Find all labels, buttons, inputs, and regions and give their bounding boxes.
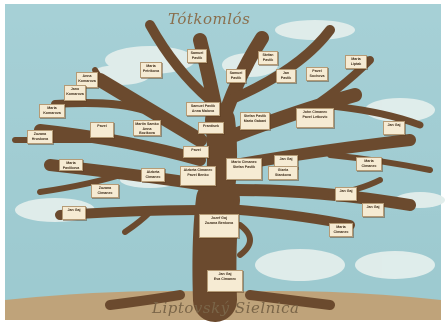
person-card: Maria Komarova [39, 104, 65, 118]
person-name: Alzbeta Cimanec [145, 170, 161, 179]
person-name: Zuzana Cimanec [97, 186, 113, 195]
person-name: Mario Cimanec [231, 160, 257, 164]
person-name: Maria Pavlikova [62, 161, 80, 170]
person-name: Samuel Pavlik [190, 51, 204, 60]
spouse-name: Anna Malova [191, 108, 215, 113]
person-name: Samuel Pavlik [190, 104, 216, 108]
person-card: Gizela Stankova [268, 166, 298, 180]
person-name: Pavel [97, 124, 107, 128]
person-name: Jozef Gaj [211, 216, 227, 220]
person-name: Anna Komarova [78, 74, 96, 83]
person-card: Anna Komarova [76, 72, 98, 88]
person-name: Pavel Sochova [309, 69, 325, 78]
spouse-name: Anna Bozikova [139, 126, 155, 136]
person-name: Jan Gaj [339, 189, 353, 193]
person-name: Maria Liptak [350, 57, 362, 66]
person-name: Pavel [191, 148, 201, 152]
person-card: Pavel Sochova [306, 67, 328, 81]
person-card: Pavel [183, 146, 209, 158]
person-card: Samuel Pavlik [226, 69, 246, 83]
person-card: Jano Komarova [64, 85, 86, 101]
person-name: Martin Samko [135, 122, 159, 126]
person-card: Alzbeta Cimanec [141, 168, 165, 182]
person-card: Maria Liptak [345, 55, 367, 69]
person-name: Frantisek [203, 124, 219, 128]
person-name: Jan Gaj [366, 205, 380, 209]
person-name: Jan Gaj [387, 123, 401, 127]
person-card: Maria Cimanec [329, 223, 353, 237]
person-name: Stefan Pavlik [262, 53, 274, 62]
spouse-name: Pavel Letkovic [302, 114, 328, 119]
person-name: Maria Cimanec [333, 225, 349, 234]
person-card: Maria Pavlikova [59, 159, 83, 171]
person-card: Jan Pavlik [276, 69, 296, 83]
person-card: Jan Gaj [335, 187, 357, 201]
person-name: Alzbeta Cimanec [183, 168, 213, 172]
person-name: Jan Gaj [67, 208, 81, 212]
person-name: Maria Petrikova [142, 64, 160, 73]
person-name: Maria Cimanec [361, 159, 377, 168]
person-name: Jan Gaj [218, 272, 232, 276]
person-card: Jan Gaj [62, 206, 86, 220]
person-name: Maria Komarova [43, 106, 61, 115]
person-card: Pavel [90, 122, 114, 138]
person-card: Zuzana Cimanec [91, 184, 119, 198]
person-name: Jan Gaj [279, 157, 293, 161]
person-name: Samuel Pavlik [229, 71, 243, 80]
person-card: Jan Gaj [383, 121, 405, 135]
person-card: Zuzana Hruskova [27, 130, 53, 144]
person-card: Frantisek [198, 122, 224, 134]
person-name: Zuzana Hruskova [31, 132, 49, 141]
tree-title: Tótkomlós [168, 10, 251, 28]
person-card: Maria Petrikova [140, 62, 162, 78]
person-name: Gizela Stankova [275, 168, 291, 177]
person-card: Stefan Pavlik [258, 51, 278, 65]
person-name: John Cimanec [302, 110, 328, 114]
person-name: Jano Komarova [66, 87, 84, 96]
person-name: Stefan Pavlik [243, 114, 267, 118]
spouse-name: Stefan Pavlik [232, 164, 256, 169]
person-name: Jan Pavlik [280, 71, 292, 80]
person-card: Samuel Pavlik [187, 49, 207, 63]
person-card: Jan Gaj [362, 203, 384, 217]
spouse-name: Pavel Benko [187, 172, 209, 177]
person-card: Maria Cimanec [356, 157, 382, 171]
spouse-name: Eva Cimanec [213, 276, 237, 281]
village-name: Liptovský Sielnica [152, 299, 300, 317]
spouse-name: Zuzana Benkova [204, 220, 234, 225]
spouse-name: Maria Gabani [243, 118, 267, 123]
